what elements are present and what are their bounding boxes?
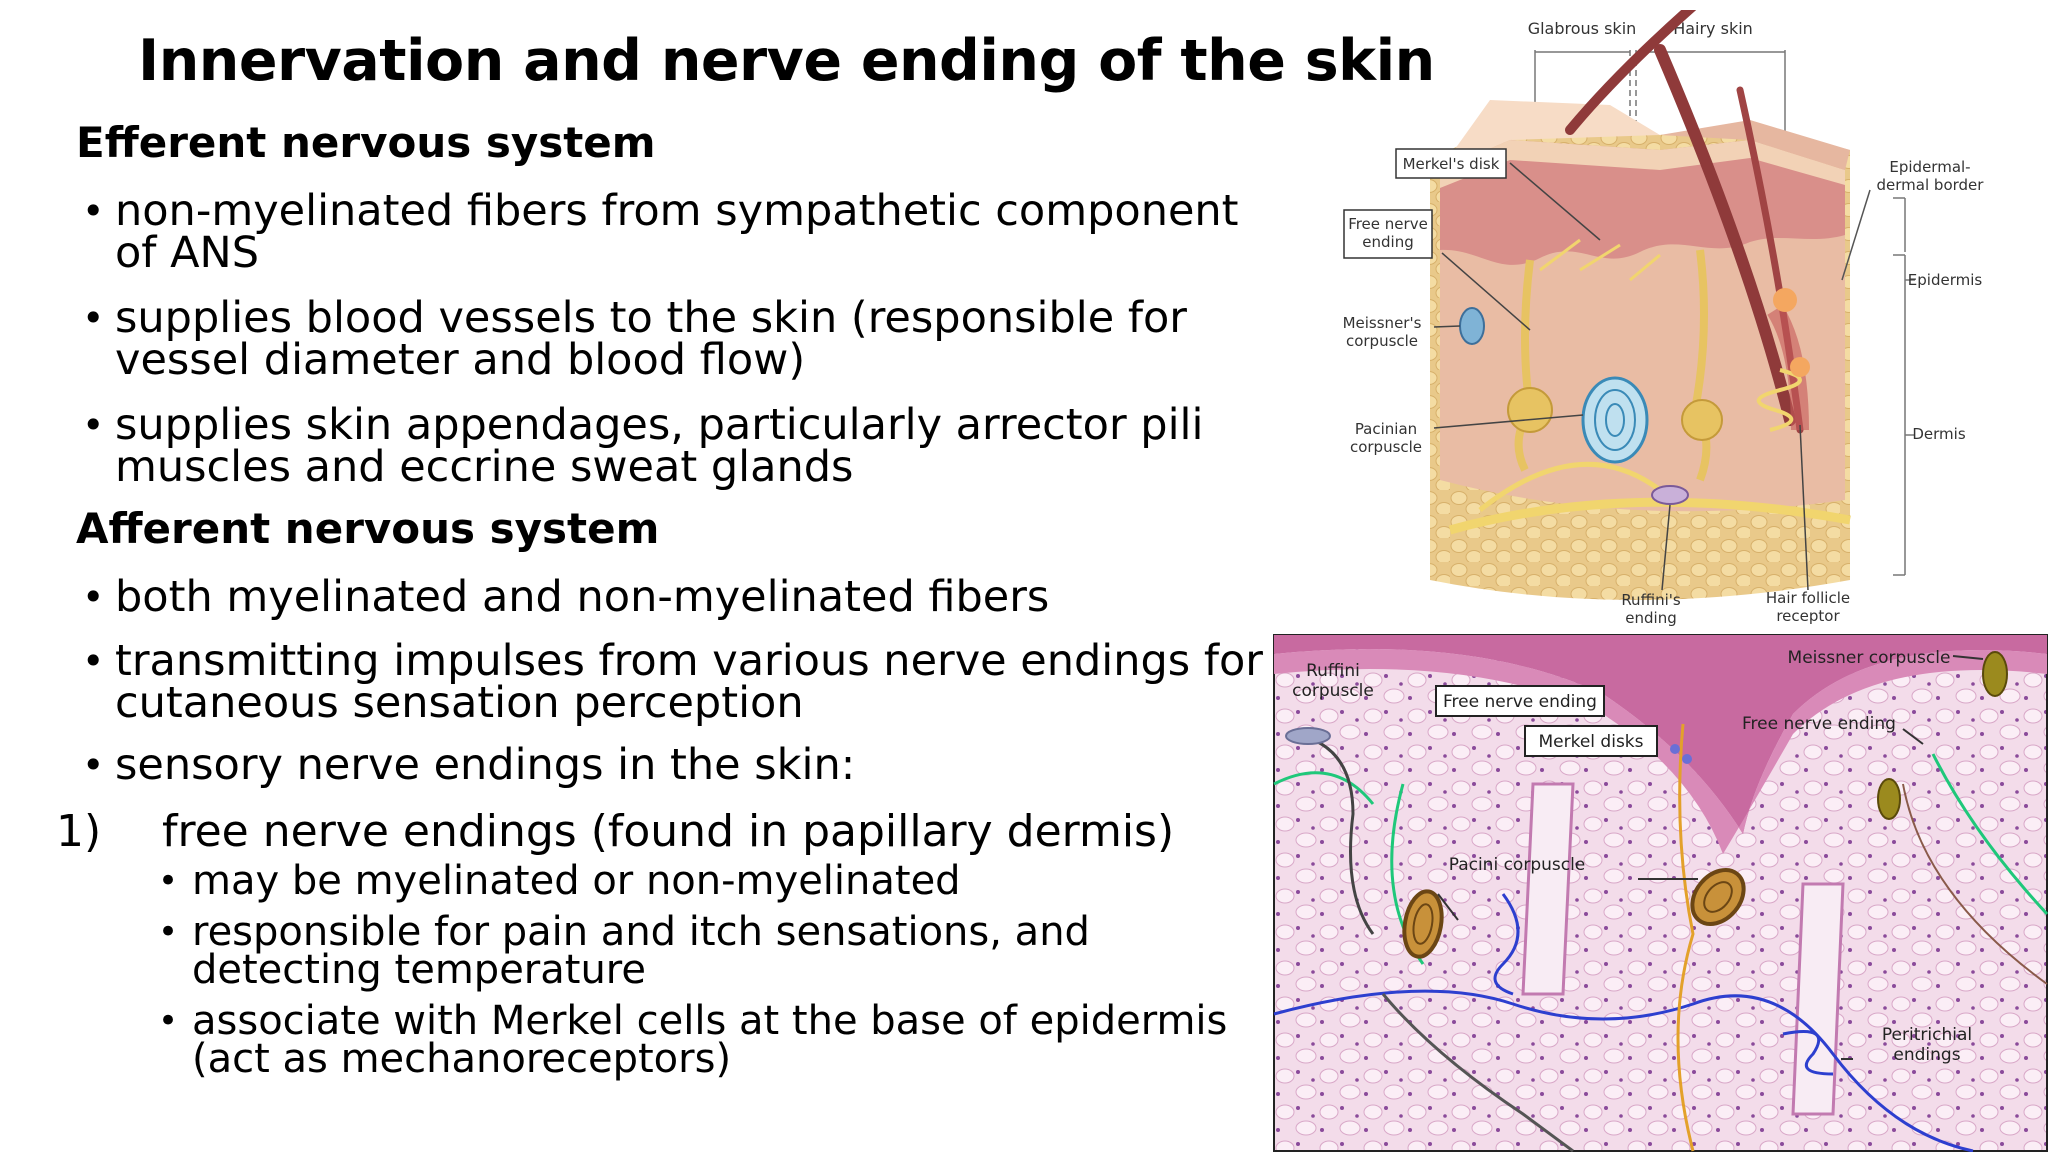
slide-title: Innervation and nerve ending of the skin: [138, 28, 1435, 94]
label-hair-follicle-1: Hair follicle: [1766, 589, 1850, 607]
efferent-bullet-1: • non-myelinated fibers from sympathetic…: [82, 186, 1239, 278]
label-glabrous-skin: Glabrous skin: [1528, 19, 1637, 38]
histology-image: Ruffini corpuscle Free nerve ending Merk…: [1273, 634, 2048, 1152]
bullet-dot: •: [82, 296, 105, 340]
label-peritrichial-1: Peritrichial: [1882, 1025, 1972, 1045]
label-free-nerve-ending-2: ending: [1362, 233, 1413, 251]
item-text: free nerve endings (found in papillary d…: [162, 806, 1175, 857]
afferent-heading: Afferent nervous system: [76, 504, 660, 553]
bullet-dot: •: [158, 1001, 179, 1041]
label-ruffini-2: corpuscle: [1292, 681, 1374, 701]
label-meissner-corpuscle: Meissner corpuscle: [1788, 648, 1951, 668]
label-meissners-1: Meissner's: [1343, 314, 1422, 332]
label-peritrichial-2: endings: [1893, 1045, 1960, 1065]
bullet-dot: •: [158, 861, 179, 901]
numbered-item-1: 1) free nerve endings (found in papillary…: [56, 806, 1174, 857]
label-epidermal-border-2: dermal border: [1877, 176, 1985, 194]
label-ruffini-1: Ruffini: [1306, 661, 1360, 681]
efferent-heading: Efferent nervous system: [76, 118, 656, 167]
afferent-bullet-2: • transmitting impulses from various ner…: [82, 636, 1263, 728]
bullet-dot: •: [158, 912, 179, 952]
bullet-dot: •: [82, 639, 105, 683]
label-hair-follicle-2: receptor: [1776, 607, 1840, 625]
label-free-nerve-ending: Free nerve ending: [1742, 714, 1896, 734]
label-merkels-disk: Merkel's disk: [1403, 155, 1500, 173]
label-pacini-corpuscle: Pacini corpuscle: [1449, 855, 1586, 875]
sub-bullet-3: • associate with Merkel cells at the bas…: [158, 998, 1228, 1082]
label-dermis: Dermis: [1912, 425, 1965, 443]
bullet-dot: •: [82, 575, 105, 619]
label-pacinian-1: Pacinian: [1355, 420, 1417, 438]
label-epidermis: Epidermis: [1908, 271, 1983, 289]
bullet-dot: •: [82, 403, 105, 447]
efferent-bullet-2: • supplies blood vessels to the skin (re…: [82, 293, 1187, 385]
afferent-bullet-3: • sensory nerve endings in the skin:: [82, 740, 856, 790]
label-free-nerve-ending-boxed: Free nerve ending: [1443, 692, 1597, 712]
sub-bullet-1: • may be myelinated or non-myelinated: [158, 858, 961, 904]
bullet-dot: •: [82, 189, 105, 233]
item-number: 1): [56, 806, 102, 857]
label-free-nerve-ending-1: Free nerve: [1348, 215, 1428, 233]
bullet-dot: •: [82, 743, 105, 787]
label-ruffinis-2: ending: [1625, 609, 1676, 627]
label-meissners-2: corpuscle: [1346, 332, 1418, 350]
efferent-bullet-3: • supplies skin appendages, particularly…: [82, 400, 1204, 492]
label-hairy-skin: Hairy skin: [1673, 19, 1753, 38]
label-pacinian-2: corpuscle: [1350, 438, 1422, 456]
sub-bullet-2: • responsible for pain and itch sensatio…: [158, 909, 1090, 993]
label-ruffinis-1: Ruffini's: [1621, 591, 1681, 609]
label-epidermal-border-1: Epidermal-: [1889, 158, 1970, 176]
label-merkel-disks: Merkel disks: [1538, 732, 1643, 752]
skin-diagram: Glabrous skin Hairy skin: [1330, 10, 2048, 640]
afferent-bullet-1: • both myelinated and non-myelinated fib…: [82, 572, 1050, 622]
text-block: Efferent nervous system • non-myelinated…: [56, 118, 1263, 1082]
